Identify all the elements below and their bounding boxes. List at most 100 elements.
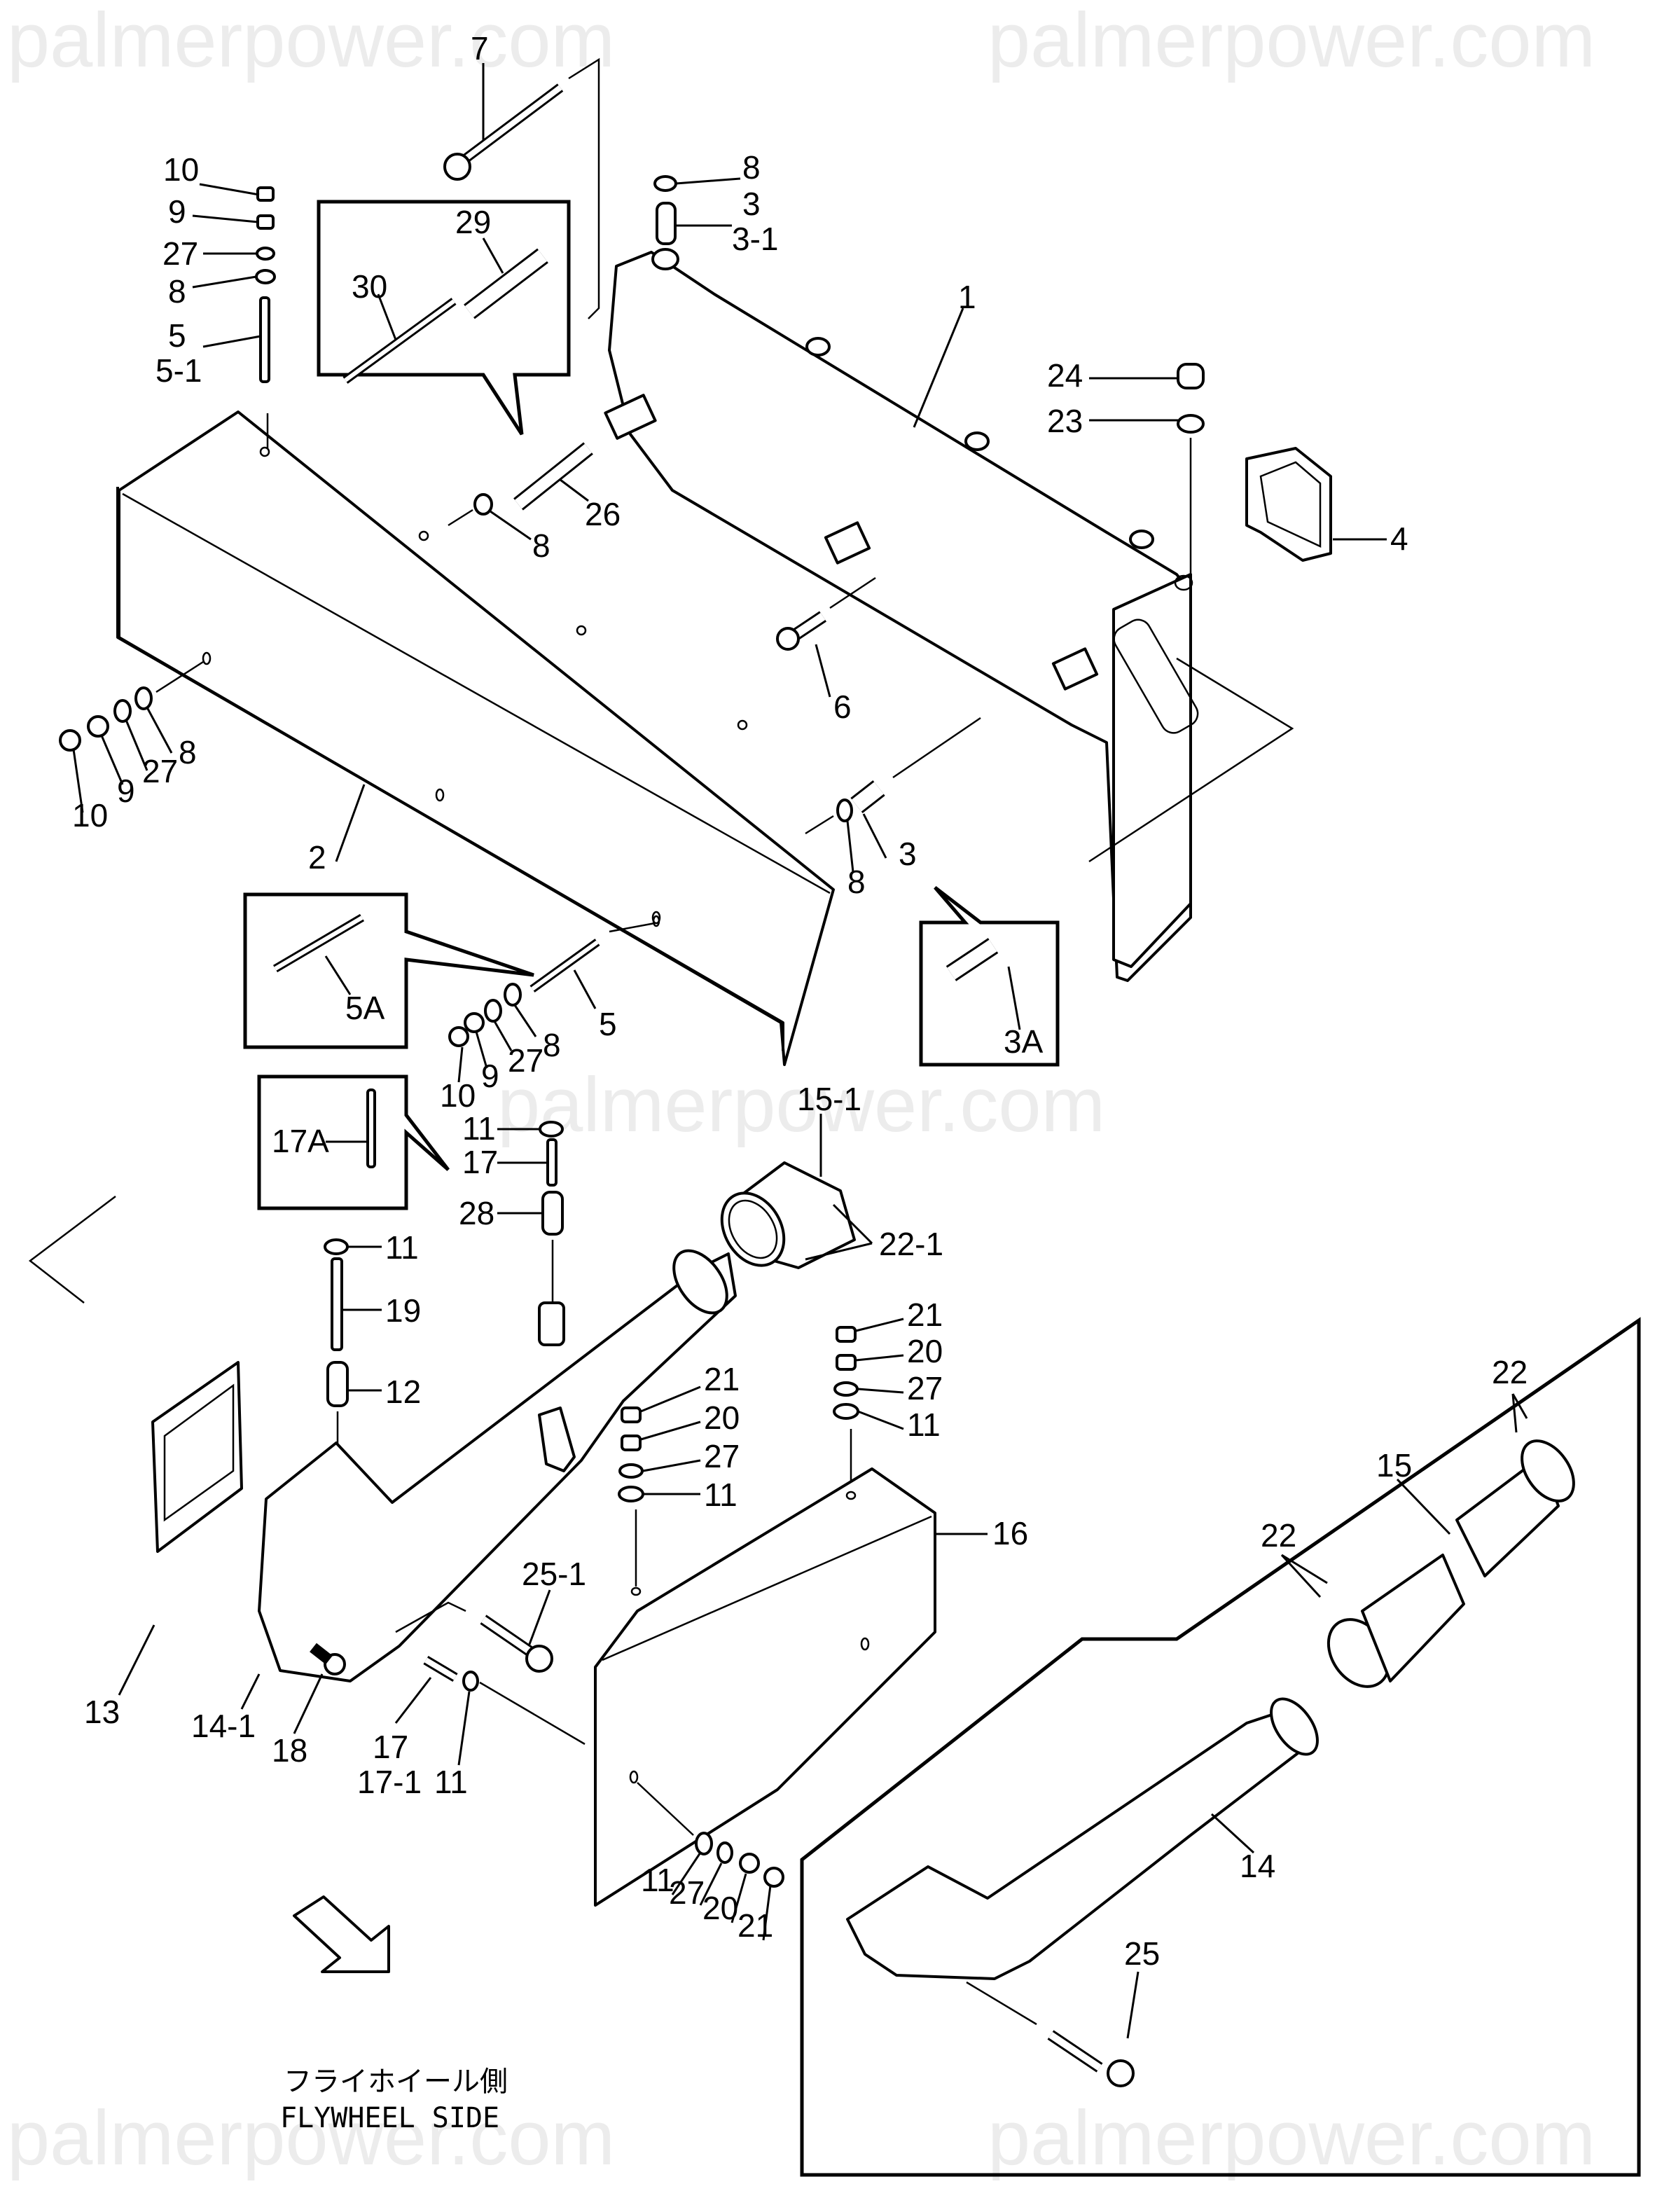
joint-15-1	[720, 1161, 856, 1269]
callout-5: 5	[168, 317, 186, 354]
callout-12: 12	[385, 1374, 421, 1410]
callout-25-1: 25-1	[522, 1556, 586, 1592]
callout-7: 7	[471, 30, 489, 67]
callout-29: 29	[455, 204, 491, 240]
callout-13: 13	[84, 1694, 120, 1730]
watermark: palmerpower.com	[7, 2095, 615, 2181]
callout-21: 21	[907, 1297, 943, 1333]
bolts-lower-left	[310, 1601, 586, 1746]
callout-28: 28	[459, 1195, 494, 1231]
callout-27: 27	[704, 1438, 740, 1474]
flywheel-caption-jp: フライホイール側	[284, 2066, 508, 2098]
callout-5A: 5A	[345, 990, 385, 1026]
heat-shield-lower	[594, 1467, 936, 1907]
callout-4: 4	[1390, 520, 1408, 557]
callout-17: 17	[462, 1144, 498, 1180]
callout-16: 16	[992, 1515, 1028, 1551]
callout-9: 9	[117, 773, 135, 809]
callout-18: 18	[272, 1732, 307, 1769]
callout-3-1: 3-1	[732, 221, 778, 257]
callout-21: 21	[737, 1907, 773, 1944]
callout-11: 11	[704, 1477, 737, 1513]
callout-17A: 17A	[272, 1123, 329, 1159]
callout-11: 11	[385, 1229, 419, 1266]
callout-27: 27	[669, 1874, 705, 1911]
callout-10: 10	[440, 1077, 476, 1114]
inset-box-3A	[919, 886, 1060, 1067]
washer-sleeve-3	[653, 175, 677, 245]
callout-26: 26	[585, 496, 621, 532]
watermark: palmerpower.com	[988, 0, 1595, 83]
callout-27: 27	[162, 235, 198, 272]
callout-27: 27	[142, 753, 178, 789]
callout-8: 8	[742, 149, 761, 186]
flywheel-side-indicator: フライホイール側 FLYWHEEL SIDE	[280, 1895, 508, 2134]
callout-9: 9	[481, 1058, 499, 1094]
callout-30: 30	[352, 268, 387, 305]
callout-5-1: 5-1	[155, 352, 202, 389]
callout-10: 10	[72, 797, 108, 834]
callout-21: 21	[704, 1361, 740, 1397]
callout-24: 24	[1047, 357, 1083, 394]
callout-8: 8	[168, 273, 186, 310]
callout-20: 20	[907, 1333, 943, 1369]
callout-9: 9	[168, 193, 186, 230]
callout-3: 3	[899, 836, 917, 872]
callout-23: 23	[1047, 403, 1083, 439]
callout-22-1: 22-1	[879, 1226, 943, 1262]
heat-shield-upper	[116, 410, 835, 1066]
callout-labels: 7 10 9 27 8 5 5-1 29 30 8 3 3-1 1 24 23 …	[72, 30, 1528, 1972]
callout-2: 2	[308, 839, 326, 876]
inset-box-5A	[243, 892, 534, 1049]
leader-lines	[72, 63, 1528, 2039]
callout-11: 11	[641, 1862, 674, 1898]
callout-8: 8	[847, 864, 866, 900]
callout-25: 25	[1124, 1935, 1160, 1972]
fasteners-upper-left	[255, 186, 276, 448]
callout-14-1: 14-1	[191, 1708, 256, 1744]
callout-17: 17	[373, 1729, 408, 1765]
plug-24-washer-23	[1177, 363, 1205, 574]
callout-11: 11	[907, 1406, 941, 1443]
stud-5-lower	[448, 915, 660, 1047]
callout-22: 22	[1261, 1517, 1296, 1554]
callout-5: 5	[599, 1006, 617, 1042]
callout-20: 20	[702, 1890, 738, 1926]
flywheel-caption-en: FLYWHEEL SIDE	[280, 2102, 499, 2134]
bolt-7	[443, 57, 600, 319]
callout-3A: 3A	[1004, 1023, 1044, 1060]
callout-15: 15	[1376, 1447, 1412, 1484]
gasket-13	[28, 1196, 243, 1553]
bolt-6	[776, 576, 876, 651]
callout-14: 14	[1240, 1848, 1275, 1884]
gasket-4	[1245, 447, 1332, 562]
exhaust-pipe-14-1	[258, 1249, 737, 1682]
arrow-down-right-icon	[293, 1895, 390, 1973]
fasteners-17-28	[539, 1121, 564, 1310]
callout-10: 10	[163, 151, 199, 188]
nuts-left	[59, 661, 204, 752]
watermark: palmerpower.com	[988, 2095, 1595, 2181]
nuts-lower	[637, 1782, 784, 1888]
callout-3: 3	[742, 186, 761, 222]
callout-6: 6	[833, 689, 852, 725]
callout-8: 8	[543, 1027, 561, 1063]
callout-1: 1	[958, 279, 976, 315]
callout-20: 20	[704, 1399, 740, 1436]
callout-11: 11	[434, 1764, 468, 1800]
callout-8: 8	[179, 734, 197, 770]
callout-27: 27	[508, 1042, 543, 1079]
inset-box-29-30	[317, 200, 571, 436]
nuts-mid-right	[833, 1326, 859, 1492]
callout-11: 11	[462, 1110, 496, 1147]
washer-sleeve-lower	[805, 657, 1294, 863]
nuts-mid-left	[618, 1406, 644, 1587]
stud-26	[448, 442, 593, 527]
callout-17-1: 17-1	[357, 1764, 422, 1800]
callout-15-1: 15-1	[797, 1081, 861, 1117]
watermark: palmerpower.com	[7, 0, 615, 83]
callout-19: 19	[385, 1292, 421, 1329]
inset-box-14-15	[800, 1317, 1641, 2177]
exhaust-manifold	[604, 248, 1199, 982]
